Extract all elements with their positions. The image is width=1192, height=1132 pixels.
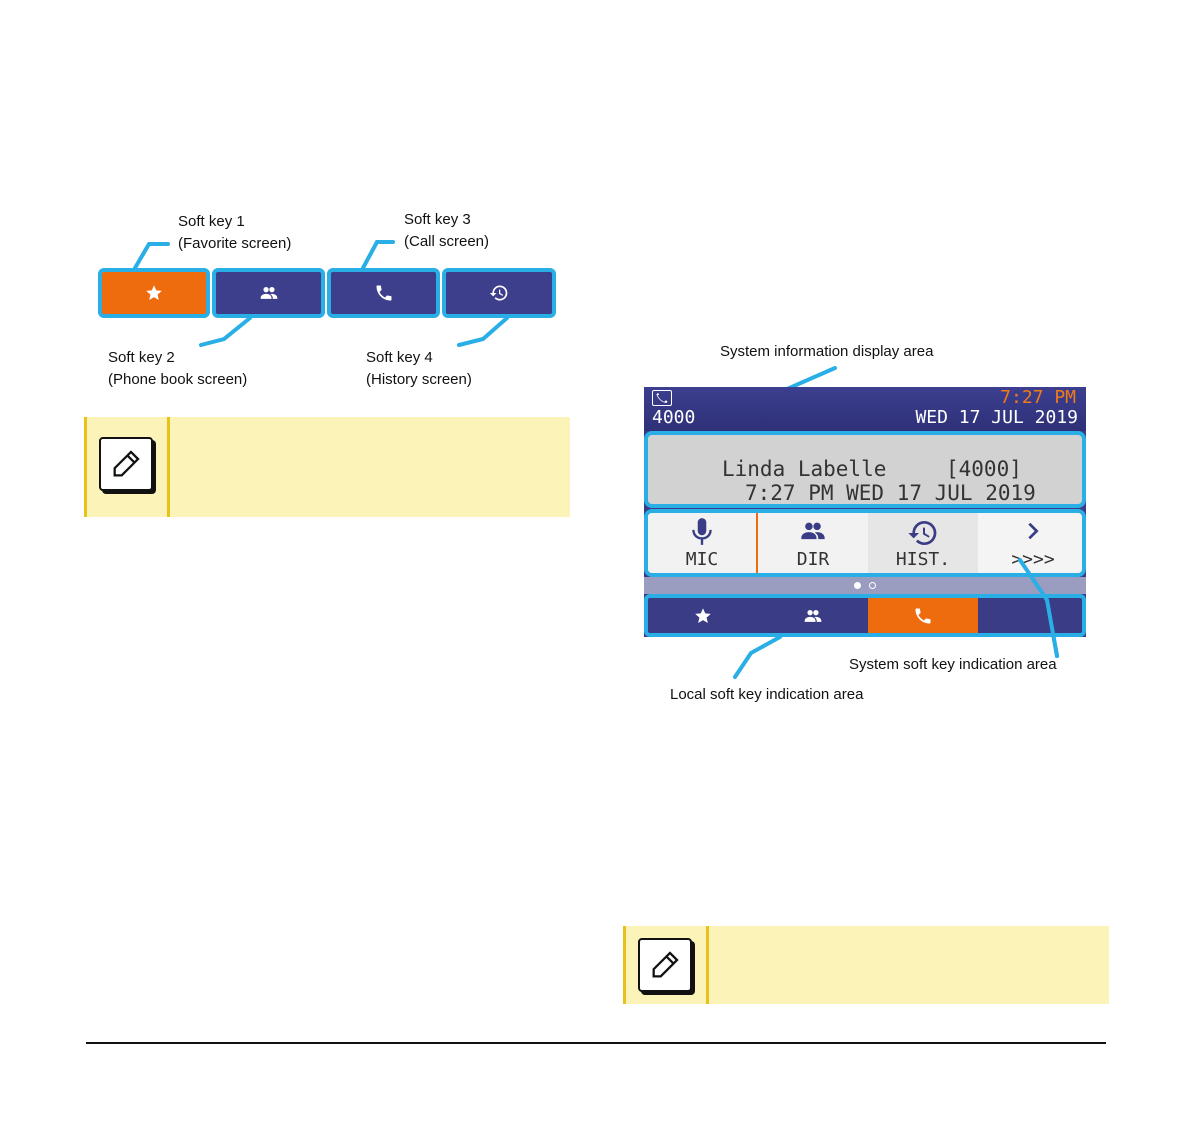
local-key-dir[interactable]: DIR — [758, 513, 868, 573]
system-key-empty[interactable] — [978, 598, 1082, 633]
phone-icon — [376, 285, 391, 301]
status-bar: 4000 7:27 PM WED 17 JUL 2019 — [644, 387, 1086, 431]
chevron-right-icon — [1028, 522, 1039, 540]
phone-status-icon — [652, 390, 672, 406]
local-key-label: HIST. — [895, 549, 951, 570]
system-soft-key-area — [644, 594, 1086, 637]
note-divider — [706, 926, 709, 1004]
microphone-icon — [692, 518, 712, 545]
clock-time: 7:27 PM — [1000, 387, 1076, 408]
local-key-more[interactable]: >>>> — [978, 513, 1082, 573]
soft-key-1-favorite[interactable] — [98, 268, 210, 318]
footer-rule — [86, 1042, 1106, 1044]
extension-number: 4000 — [652, 407, 696, 428]
history-icon — [908, 520, 937, 545]
local-soft-key-area: MIC DIR HIST. >>>> — [644, 509, 1086, 577]
caller-name: Linda Labelle — [722, 457, 887, 481]
page-dot-active — [854, 582, 861, 589]
local-key-hist[interactable]: HIST. — [868, 513, 978, 573]
page-dot — [869, 582, 876, 589]
soft-key-4-title: Soft key 4 — [366, 349, 433, 366]
local-key-label: MIC — [685, 549, 719, 570]
phone-icon — [915, 608, 931, 623]
page-indicator — [644, 577, 1086, 594]
history-icon — [489, 285, 508, 301]
clock-date: WED 17 JUL 2019 — [915, 407, 1078, 428]
soft-key-1-desc: (Favorite screen) — [178, 235, 292, 252]
pencil-icon — [99, 437, 153, 491]
local-key-label: >>>> — [1011, 549, 1055, 570]
soft-key-3-title: Soft key 3 — [404, 211, 471, 228]
system-key-phone-book[interactable] — [758, 598, 868, 633]
soft-key-4-desc: (History screen) — [366, 371, 472, 388]
soft-key-3-call[interactable] — [327, 268, 440, 318]
note-box — [84, 417, 570, 517]
pencil-icon — [638, 938, 692, 992]
local-key-mic[interactable]: MIC — [648, 513, 758, 573]
soft-key-4-history[interactable] — [442, 268, 556, 318]
phone-screen: 4000 7:27 PM WED 17 JUL 2019 Linda Label… — [644, 387, 1086, 637]
info-datetime: 7:27 PM WED 17 JUL 2019 — [745, 481, 1036, 505]
soft-key-bar — [98, 268, 556, 318]
star-icon — [695, 607, 711, 623]
soft-key-1-title: Soft key 1 — [178, 213, 245, 230]
system-key-favorite[interactable] — [648, 598, 758, 633]
local-key-label: DIR — [796, 549, 830, 570]
soft-key-2-phone-book[interactable] — [212, 268, 325, 318]
soft-key-2-title: Soft key 2 — [108, 349, 175, 366]
people-icon — [801, 522, 825, 540]
system-key-call[interactable] — [868, 598, 978, 633]
people-icon — [804, 609, 822, 622]
people-icon — [260, 287, 277, 299]
soft-key-2-desc: (Phone book screen) — [108, 371, 248, 388]
system-softkey-area-label: System soft key indication area — [849, 656, 1057, 673]
caller-number: [4000] — [946, 457, 1022, 481]
star-icon — [146, 285, 162, 300]
system-info-display-area: Linda Labelle [4000] 7:27 PM WED 17 JUL … — [644, 431, 1086, 508]
note-box — [623, 926, 1109, 1004]
system-info-area-label: System information display area — [720, 343, 934, 360]
local-softkey-area-label: Local soft key indication area — [670, 686, 864, 703]
soft-key-3-desc: (Call screen) — [404, 233, 490, 250]
note-divider — [167, 417, 170, 517]
